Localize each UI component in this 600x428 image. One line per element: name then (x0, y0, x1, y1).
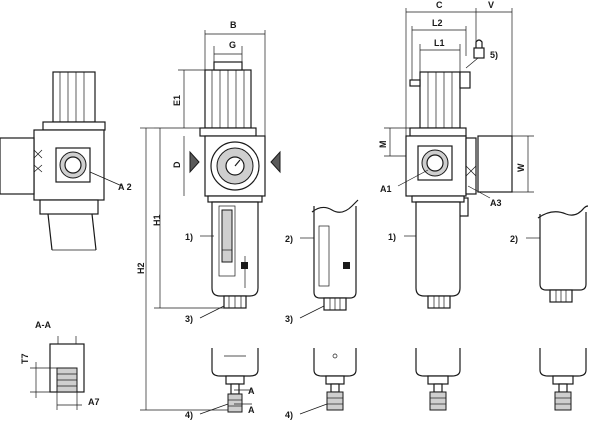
label-section-aa: A-A (35, 320, 51, 330)
callout-1-main: 1) (185, 232, 193, 242)
label-a1: A1 (380, 184, 392, 194)
dim-t7: T7 (20, 353, 30, 364)
dim-g: G (229, 40, 236, 50)
callout-5: 5) (490, 50, 498, 60)
label-a-cut-top: A (248, 386, 255, 396)
dim-m: M (378, 141, 388, 149)
dim-d: D (172, 161, 182, 168)
view-variant-2-metal-bowl: 2) (510, 205, 589, 303)
dim-v: V (488, 0, 494, 10)
dim-l2: L2 (432, 18, 443, 28)
detail-drain-main: A A 4) (185, 348, 259, 420)
dim-c: C (436, 0, 443, 10)
dim-e1: E1 (172, 95, 182, 106)
callout-3-main: 3) (185, 314, 193, 324)
view-left-partial: A 2 (0, 71, 132, 251)
dim-a7: A7 (88, 397, 100, 407)
dim-l1: L1 (434, 38, 445, 48)
view-main-front: B G E1 D H1 H2 1) 3) (136, 20, 281, 411)
label-a-cut-bottom: A (248, 405, 255, 415)
callout-2-b: 2) (510, 234, 518, 244)
callout-2-a: 2) (285, 234, 293, 244)
view-variant-2-bowl: 2) 3) (285, 199, 359, 324)
callout-4-main: 4) (185, 410, 193, 420)
callout-1-right: 1) (388, 232, 396, 242)
callout-3-b: 3) (285, 314, 293, 324)
label-a3: A3 (490, 198, 502, 208)
callout-4-b: 4) (285, 410, 293, 420)
dim-h2: H2 (136, 262, 146, 274)
dim-b: B (230, 20, 237, 30)
dim-h1: H1 (152, 214, 162, 226)
detail-drain-variant-metal (539, 348, 587, 411)
dim-w: W (516, 163, 526, 172)
section-a-a: A-A T7 A7 (20, 320, 100, 410)
detail-drain-variant-2: 4) (285, 348, 357, 420)
view-right-front: 5) C V L2 L1 (378, 0, 534, 309)
label-a2: A 2 (118, 182, 132, 192)
detail-drain-right (415, 348, 461, 411)
